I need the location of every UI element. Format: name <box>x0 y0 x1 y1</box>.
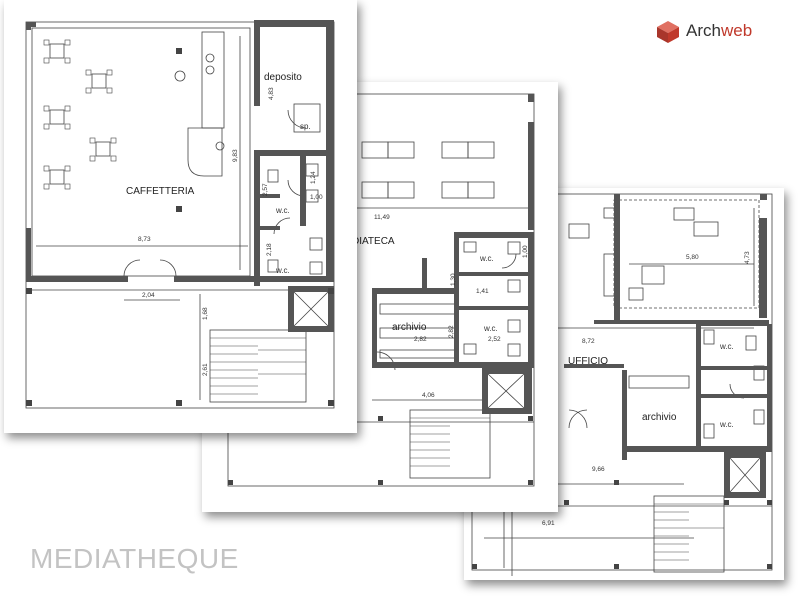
room-label-archive: archivio <box>392 322 427 333</box>
page-title: MEDIATHEQUE <box>30 543 239 574</box>
dimension-5-80: 5,80 <box>686 254 699 261</box>
wc-label-2: w.c. <box>720 420 734 429</box>
room-label-archive: archivio <box>642 412 677 423</box>
dimension-1-68: 1,68 <box>202 307 209 320</box>
dimension-1-24: 1,24 <box>310 171 317 184</box>
room-label-mediateca: DIATECA <box>352 236 395 247</box>
mediateca-floor-plan-drawing <box>227 93 535 487</box>
room-label-deposit: deposito <box>264 72 302 83</box>
room-label-cafeteria: CAFFETTERIA <box>126 186 195 197</box>
wc-label-1: w.c. <box>480 254 494 263</box>
brand-name-part1: Arch <box>686 21 721 40</box>
room-label-office: UFFICIO <box>568 356 608 367</box>
dimension-1-30: 1,30 <box>450 273 457 286</box>
room-label-sp: sp. <box>300 122 311 131</box>
dimension-11-49: 11,49 <box>374 214 390 221</box>
wc-label-2: w.c. <box>276 266 290 275</box>
dimension-2-52: 2,52 <box>488 336 501 343</box>
dimension-2-18: 2,18 <box>266 243 273 256</box>
cube-logo-icon <box>657 21 679 43</box>
dimension-8-73: 8,73 <box>138 236 151 243</box>
dimension-9-83: 9,83 <box>232 149 239 162</box>
dimension-2-82-vertical: 2,82 <box>448 325 455 338</box>
dimension-8-72: 8,72 <box>582 338 595 345</box>
cafeteria-floor-plan-drawing <box>25 20 335 409</box>
dimension-4-06: 4,06 <box>422 392 435 399</box>
dimension-2-82: 2,82 <box>414 336 427 343</box>
dimension-9-66: 9,66 <box>592 466 605 473</box>
dimension-2-57: 2,57 <box>262 183 269 196</box>
brand-name-part2: web <box>720 21 753 40</box>
dimension-6-91: 6,91 <box>542 520 555 527</box>
wc-label-1: w.c. <box>720 342 734 351</box>
office-floor-plan-drawing <box>471 193 773 576</box>
floor-plan-sheet-cafeteria: CAFFETTERIA deposito sp. w.c. w.c. 8,73 … <box>4 0 357 433</box>
dimension-2-04: 2,04 <box>142 292 155 299</box>
floor-plan-sheet-mediateca: DIATECA archivio w.c. w.c. 11,49 1,30 1,… <box>202 82 558 512</box>
dimension-4-83: 4,83 <box>268 87 275 100</box>
wc-label-2: w.c. <box>484 324 498 333</box>
dimension-1-00: 1,00 <box>310 194 323 201</box>
dimension-1-41: 1,41 <box>476 288 489 295</box>
dimension-4-73: 4,73 <box>744 251 751 264</box>
dimension-1-00: 1,00 <box>522 245 529 258</box>
wc-label-1: w.c. <box>276 206 290 215</box>
dimension-2-61: 2,61 <box>202 363 209 376</box>
brand-logo-text: Archweb <box>686 21 752 41</box>
